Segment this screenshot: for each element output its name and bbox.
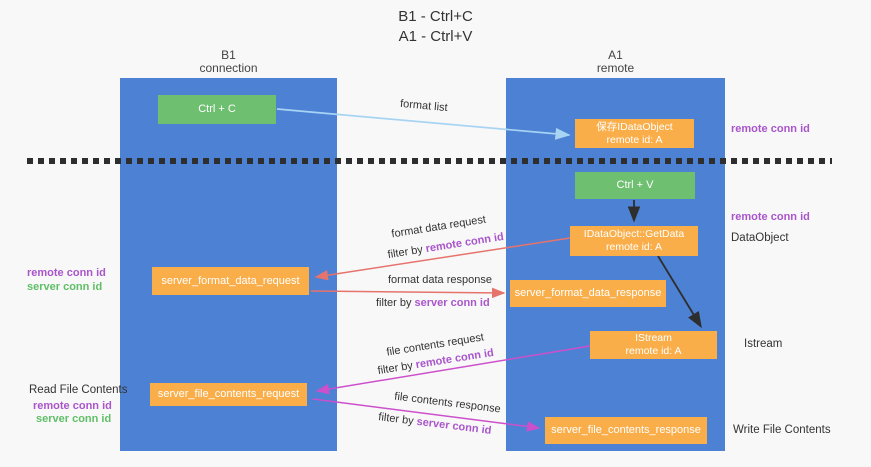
left-label-remote-conn-id-2: remote conn id [33,400,112,412]
node-server-format-data-request-label: server_format_data_request [161,274,300,287]
lane-b1-subtitle: connection [199,61,258,75]
label-format-data-response: format data response [388,274,492,286]
diagram-title: B1 - Ctrl+C A1 - Ctrl+V [0,7,871,47]
arrow-format-data-response [310,287,506,299]
filter-by-text: filter by [377,411,418,428]
right-label-remote-conn-id-2: remote conn id [731,211,810,223]
right-label-remote-conn-id-1: remote conn id [731,123,810,135]
title-line-2: A1 - Ctrl+V [398,28,473,45]
lane-b1-name: B1 [221,48,236,62]
lane-a1-name: A1 [608,48,623,62]
dashed-separator [27,158,832,164]
lane-header-a1: A1 remote [506,49,725,75]
server-conn-id-text: server conn id [415,415,493,437]
label-format-list: format list [399,97,449,115]
right-label-write-file-contents: Write File Contents [733,424,831,436]
node-saved-idataobject-line2: remote id: A [606,133,663,146]
node-server-file-contents-response: server_file_contents_response [545,417,707,444]
node-ctrl-v: Ctrl + V [575,172,695,199]
node-getdata-line2: remote id: A [605,241,663,253]
node-saved-idataobject: 保存IDataObject remote id: A [575,119,694,148]
filter-by-text: filter by [376,359,417,378]
node-server-file-contents-request: server_file_contents_request [150,383,307,406]
filter-by-text: filter by [376,297,415,309]
left-label-server-conn-id-1: server conn id [27,281,103,293]
node-istream-line2: remote id: A [625,345,682,357]
left-label-server-conn-id-2: server conn id [36,413,112,425]
node-server-format-data-response-label: server_format_data_response [514,287,662,299]
lane-a1-subtitle: remote [596,61,635,75]
node-saved-idataobject-line1: 保存IDataObject [596,120,673,133]
server-conn-id-text: server conn id [414,297,490,309]
node-istream: IStream remote id: A [590,331,717,359]
right-label-dataobject: DataObject [731,232,789,244]
left-label-remote-conn-id-1: remote conn id [27,267,106,279]
node-idataobject-getdata: IDataObject::GetData remote id: A [570,226,698,256]
node-getdata-line1: IDataObject::GetData [583,228,685,240]
filter-by-text: filter by [386,243,427,262]
node-ctrl-c-label: Ctrl + C [198,103,236,115]
label-filter-server-2: filter by server conn id [378,411,492,437]
remote-conn-id-text: remote conn id [424,230,505,256]
node-ctrl-c: Ctrl + C [158,95,276,124]
label-file-contents-response: file contents response [393,390,502,416]
label-filter-server-1: filter by server conn id [376,297,490,309]
node-istream-line1: IStream [635,332,672,344]
left-label-read-file-contents: Read File Contents [29,384,128,396]
node-server-format-data-request: server_format_data_request [152,267,309,295]
lane-header-b1: B1 connection [120,49,337,75]
node-ctrl-v-label: Ctrl + V [616,179,654,191]
node-server-format-data-response: server_format_data_response [510,280,666,307]
title-line-1: B1 - Ctrl+C [398,8,473,25]
node-server-file-contents-response-label: server_file_contents_response [551,424,701,436]
right-label-istream: Istream [744,338,783,350]
node-server-file-contents-request-label: server_file_contents_request [157,388,300,400]
